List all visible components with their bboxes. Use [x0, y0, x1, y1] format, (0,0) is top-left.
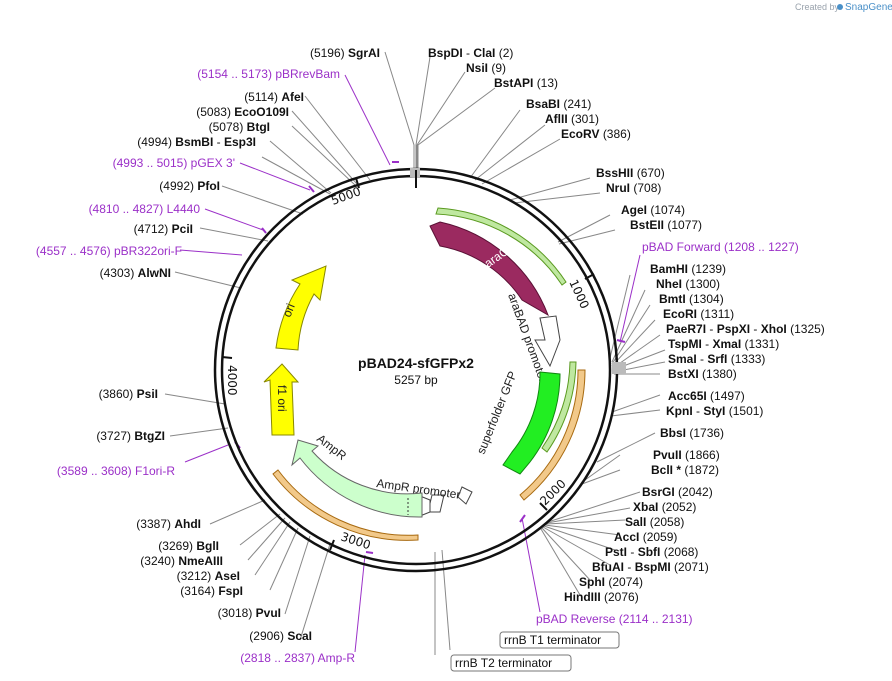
site-acc65i: Acc65I (1497)	[668, 389, 745, 403]
ori-feature	[275, 265, 327, 351]
sfgfp-feature	[502, 371, 561, 475]
primer-arrow-orange-left	[272, 469, 419, 541]
site-bspdi-clai: BspDI - ClaI (2)	[428, 46, 513, 60]
primer-arrow-green-top	[435, 207, 567, 286]
primer-leader-lines	[179, 74, 641, 653]
tick-label-4000: 4000	[225, 365, 239, 396]
araC-feature	[429, 221, 549, 317]
site-pvuii: PvuII (1866)	[653, 448, 720, 462]
primer-pbrrevbam: (5154 .. 5173) pBRrevBam	[197, 67, 340, 81]
site-afei: (5114) AfeI	[244, 90, 304, 104]
primer-pbad-reverse: pBAD Reverse (2114 .. 2131)	[536, 612, 693, 626]
site-ecorv: EcoRV (386)	[561, 127, 631, 141]
site-alwni: (4303) AlwNI	[100, 266, 171, 280]
site-nsii: NsiI (9)	[466, 61, 506, 75]
site-sgrai: (5196) SgrAI	[310, 46, 380, 60]
site-bmti: BmtI (1304)	[659, 292, 724, 306]
rrnb-t1-box	[499, 631, 620, 649]
site-pvui: (3018) PvuI	[218, 606, 281, 620]
site-bstapi: BstAPI (13)	[494, 76, 558, 90]
primer-pbr322ori: (4557 .. 4576) pBR322ori-F	[36, 244, 182, 258]
site-bbsi: BbsI (1736)	[660, 426, 724, 440]
site-bsrgi: BsrGI (2042)	[642, 485, 713, 499]
sfgfp-label: superfolder GFP	[474, 369, 520, 456]
site-bsabi: BsaBI (241)	[526, 97, 591, 111]
primer-l4440: (4810 .. 4827) L4440	[89, 202, 201, 216]
f1-ori-label: f1 ori	[275, 385, 289, 412]
site-tspmi: TspMI - XmaI (1331)	[668, 337, 779, 351]
site-bgli: (3269) BglI	[158, 539, 219, 553]
site-sphi: SphI (2074)	[579, 575, 643, 589]
site-pfoi: (4992) PfoI	[159, 179, 220, 193]
ori-label: ori	[280, 302, 298, 320]
site-bcli: BclI * (1872)	[651, 463, 719, 477]
site-smai: SmaI - SrfI (1333)	[668, 352, 765, 366]
site-paer7i: PaeR7I - PspXI - XhoI (1325)	[666, 322, 825, 336]
site-acci: AccI (2059)	[614, 530, 677, 544]
site-nrui: NruI (708)	[606, 181, 661, 195]
plasmid-name: pBAD24-sfGFPx2	[358, 355, 474, 371]
primer-f1orir: (3589 .. 3608) F1ori-R	[57, 464, 175, 478]
site-nhei: NheI (1300)	[656, 277, 720, 291]
f1-ori-feature	[263, 363, 300, 436]
tick-label-5000: 5000	[329, 184, 362, 208]
site-bsshii: BssHII (670)	[596, 166, 665, 180]
site-scai: (2906) ScaI	[249, 629, 312, 643]
rrnb-t2-label: rrnB T2 terminator	[455, 656, 552, 670]
site-xbai: XbaI (2052)	[633, 500, 696, 514]
primer-pbad-forward: pBAD Forward (1208 .. 1227)	[642, 240, 799, 254]
rrnb-t2-box	[450, 654, 572, 672]
site-bsmbi: (4994) BsmBI - Esp3I	[137, 135, 256, 149]
site-bsteii: BstEII (1077)	[630, 218, 702, 232]
site-ecori: EcoRI (1311)	[663, 307, 734, 321]
snapgene-logo-icon	[837, 4, 843, 10]
brand-prefix: Created by	[795, 2, 840, 12]
site-psii: (3860) PsiI	[99, 387, 158, 401]
site-sali: SalI (2058)	[625, 515, 684, 529]
site-asei: (3212) AseI	[177, 569, 240, 583]
arabad-promoter-feature	[534, 315, 561, 368]
site-aflii: AflII (301)	[545, 112, 599, 126]
site-btgzi: (3727) BtgZI	[96, 429, 165, 443]
site-fspi: (3164) FspI	[180, 584, 243, 598]
tick-marks	[221, 170, 595, 551]
primer-arrow-orange-right	[519, 369, 586, 501]
site-kpni: KpnI - StyI (1501)	[666, 404, 763, 418]
brand-name: SnapGene	[845, 2, 892, 13]
primer-pgex3: (4993 .. 5015) pGEX 3'	[113, 156, 235, 170]
mcs-band	[612, 362, 626, 374]
primer-arrow-green-mid	[541, 361, 577, 453]
site-agei: AgeI (1074)	[621, 203, 685, 217]
site-bamhi: BamHI (1239)	[650, 262, 726, 276]
plasmid-length: 5257 bp	[394, 373, 438, 387]
site-bstxi: BstXI (1380)	[668, 367, 737, 381]
primer-amp-r: (2818 .. 2837) Amp-R	[240, 651, 355, 665]
ampr-feature	[291, 439, 423, 518]
site-eco0109i: (5083) EcoO109I	[196, 105, 289, 119]
site-bfuai: BfuAI - BspMI (2071)	[592, 560, 709, 574]
site-btgi: (5078) BtgI	[209, 120, 270, 134]
site-hindiii: HindIII (2076)	[564, 590, 639, 604]
site-nmeaiii: (3240) NmeAIII	[140, 554, 223, 568]
site-pcii: (4712) PciI	[134, 222, 193, 236]
site-ahdi: (3387) AhdI	[136, 517, 201, 531]
rrnb-t1-label: rrnB T1 terminator	[504, 633, 601, 647]
leader-lines	[164, 51, 666, 655]
ampr-promoter-arrow-1	[457, 486, 473, 505]
site-psti: PstI - SbfI (2068)	[605, 545, 698, 559]
